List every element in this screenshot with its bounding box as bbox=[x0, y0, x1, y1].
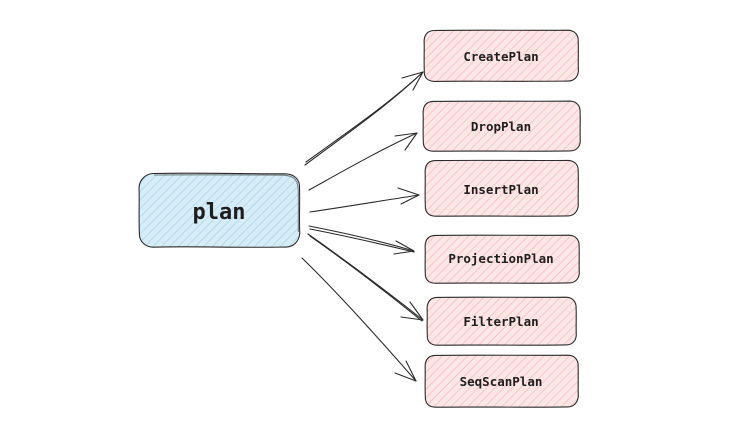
child-node-label: SeqScanPlan bbox=[460, 374, 543, 389]
child-node-dropplan: DropPlan bbox=[422, 100, 581, 152]
root-node-plan: plan bbox=[138, 172, 301, 248]
child-node-label: FilterPlan bbox=[463, 314, 538, 329]
root-node-label: plan bbox=[193, 200, 246, 225]
child-node-label: ProjectionPlan bbox=[448, 251, 553, 266]
edge-plan-to-filterplan bbox=[307, 233, 424, 322]
child-node-createplan: CreatePlan bbox=[423, 29, 579, 82]
child-node-label: InsertPlan bbox=[463, 182, 538, 197]
edge-plan-to-createplan bbox=[304, 71, 424, 166]
child-node-filterplan: FilterPlan bbox=[426, 296, 577, 346]
edge-plan-to-dropplan bbox=[308, 132, 418, 191]
edge-plan-to-seqscanplan bbox=[301, 257, 417, 382]
edge-plan-to-projectionplan bbox=[308, 225, 415, 255]
child-node-insertplan: InsertPlan bbox=[424, 159, 579, 217]
child-node-label: DropPlan bbox=[471, 119, 531, 134]
child-node-seqscanplan: SeqScanPlan bbox=[424, 354, 579, 408]
root-node-outline bbox=[138, 172, 301, 248]
child-node-label: CreatePlan bbox=[463, 49, 538, 64]
edge-plan-to-insertplan bbox=[309, 187, 420, 213]
child-node-projectionplan: ProjectionPlan bbox=[424, 234, 580, 284]
